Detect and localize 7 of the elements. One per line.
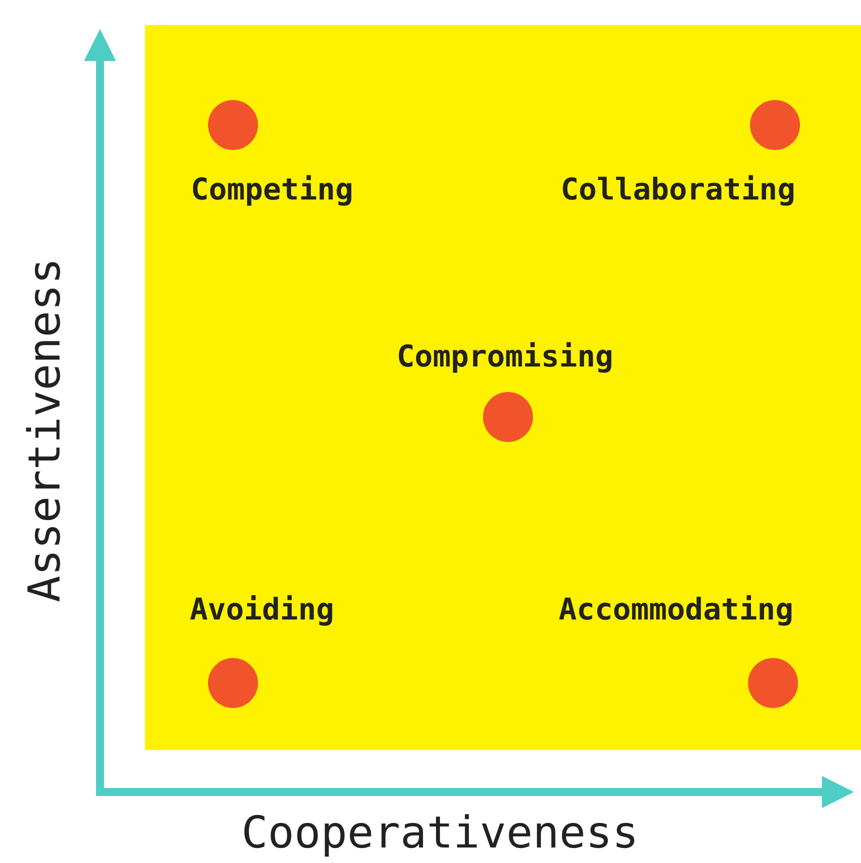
axis-title: Assertiveness <box>20 258 70 602</box>
point-label: Competing <box>190 172 354 208</box>
point-label: Accommodating <box>558 592 794 628</box>
point-label: Collaborating <box>560 172 796 208</box>
point-label: Avoiding <box>190 592 334 628</box>
axis-title: Cooperativeness <box>241 808 639 858</box>
point-label: Compromising <box>396 340 614 374</box>
